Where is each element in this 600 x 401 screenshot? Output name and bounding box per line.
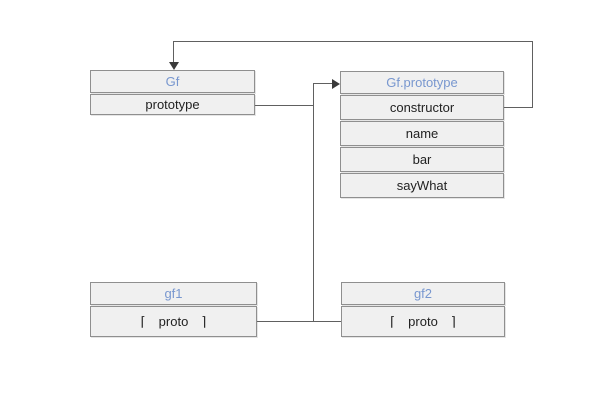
- connector-loop-left-vertical: [173, 41, 174, 63]
- connector-loop-right-vertical: [532, 41, 533, 108]
- object-box-gf1: gf1 ⌈ proto ⌉: [90, 282, 257, 337]
- connector-proto-bottom-horizontal: [257, 321, 341, 322]
- box-title-gf: Gf: [90, 70, 255, 93]
- arrowhead-into-gf-prototype: [332, 79, 340, 89]
- box-title-gf-prototype: Gf.prototype: [340, 71, 504, 94]
- connector-prototype-out: [255, 105, 313, 106]
- connector-constructor-out: [504, 107, 533, 108]
- connector-trunk-top-horizontal: [313, 83, 333, 84]
- box-title-gf2: gf2: [341, 282, 505, 305]
- object-box-gf2: gf2 ⌈ proto ⌉: [341, 282, 505, 337]
- box-row-gf2-proto: ⌈ proto ⌉: [341, 306, 505, 337]
- box-row-bar: bar: [340, 147, 504, 172]
- arrowhead-into-gf: [169, 62, 179, 70]
- box-row-prototype: prototype: [90, 94, 255, 115]
- box-row-saywhat: sayWhat: [340, 173, 504, 198]
- object-box-gf: Gf prototype: [90, 70, 255, 115]
- box-title-gf1: gf1: [90, 282, 257, 305]
- box-row-constructor: constructor: [340, 95, 504, 120]
- object-box-gf-prototype: Gf.prototype constructor name bar sayWha…: [340, 71, 504, 198]
- box-row-name: name: [340, 121, 504, 146]
- connector-trunk-vertical: [313, 83, 314, 322]
- connector-loop-top-horizontal: [173, 41, 533, 42]
- box-row-gf1-proto: ⌈ proto ⌉: [90, 306, 257, 337]
